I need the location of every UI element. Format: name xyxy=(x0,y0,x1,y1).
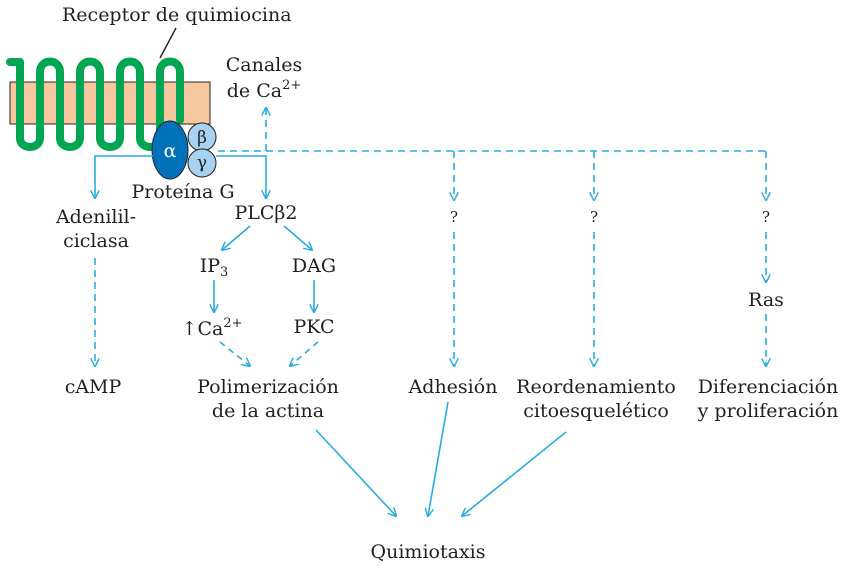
arrow-plc-to-ip3 xyxy=(222,225,251,250)
dag-label: DAG xyxy=(291,255,337,277)
arrow-calcium-to-polymerization xyxy=(219,341,250,366)
beta-symbol: β xyxy=(197,128,207,148)
arrow-adhesion-to-chemotaxis xyxy=(428,401,449,516)
plc-label: PLCβ2 xyxy=(234,202,298,224)
arrow-g-to-plc xyxy=(216,155,266,198)
chemotaxis-label: Quimiotaxis xyxy=(370,541,486,563)
receptor-label: Receptor de quimiocina xyxy=(62,4,292,26)
calcium-increase-arrow: ↑ xyxy=(181,318,198,340)
unknown-mark-3: ? xyxy=(761,208,771,226)
adhesion-label: Adhesión xyxy=(408,376,498,398)
unknown-mark-2: ? xyxy=(589,208,599,226)
adenylyl-line1: Adenilil- xyxy=(55,206,137,228)
g-protein-gamma xyxy=(187,148,217,178)
cytoskeletal-label: Reordenamiento citoesquelético xyxy=(516,376,676,424)
calcium-channels-line2: de Ca2+ xyxy=(226,77,302,102)
adenylyl-line2: ciclasa xyxy=(63,229,129,252)
arrow-polymerization-to-chemotaxis xyxy=(315,429,396,516)
calcium-channels-ca: de Ca xyxy=(226,79,283,102)
polymerization-label: Polimerización de la actina xyxy=(197,376,339,424)
differentiation-line1: Diferenciación xyxy=(697,376,839,398)
ip3-subscript: 3 xyxy=(220,265,229,280)
pkc-label: PKC xyxy=(293,316,335,338)
alpha-symbol: α xyxy=(164,140,177,162)
ras-label: Ras xyxy=(748,289,784,311)
differentiation-label: Diferenciación y proliferación xyxy=(698,376,839,424)
cytoskeletal-line2: citoesquelético xyxy=(523,399,669,422)
calcium-channels-label: Canales de Ca2+ xyxy=(226,54,303,104)
receptor-pointer-line xyxy=(159,27,177,59)
polymerization-line2: de la actina xyxy=(211,399,325,422)
calcium-channels-line1: Canales xyxy=(225,54,303,76)
calcium-label: ↑Ca2+ xyxy=(182,316,243,342)
polymerization-line1: Polimerización xyxy=(197,376,339,398)
gamma-symbol: γ xyxy=(197,153,207,173)
ip3-label: IP3 xyxy=(200,255,229,281)
adenylyl-cyclase-label: Adenilil- ciclasa xyxy=(56,206,136,254)
calcium-base: Ca xyxy=(197,318,224,340)
differentiation-line2: y proliferación xyxy=(697,399,839,422)
unknown-mark-1: ? xyxy=(449,208,459,226)
g-protein-alpha xyxy=(151,120,189,180)
arrow-plc-to-dag xyxy=(283,225,312,250)
camp-label: cAMP xyxy=(64,376,122,398)
cytoskeletal-line1: Reordenamiento xyxy=(516,376,676,398)
arrow-g-to-adenylyl-cyclase xyxy=(95,155,153,198)
calcium-charge: 2+ xyxy=(223,316,243,331)
arrow-pkc-to-polymerization xyxy=(290,341,319,366)
g-protein-label: Proteína G xyxy=(131,181,235,203)
arrow-cytoskeletal-to-chemotaxis xyxy=(462,431,567,516)
ip3-base: IP xyxy=(199,255,221,277)
calcium-channels-charge: 2+ xyxy=(282,77,302,93)
